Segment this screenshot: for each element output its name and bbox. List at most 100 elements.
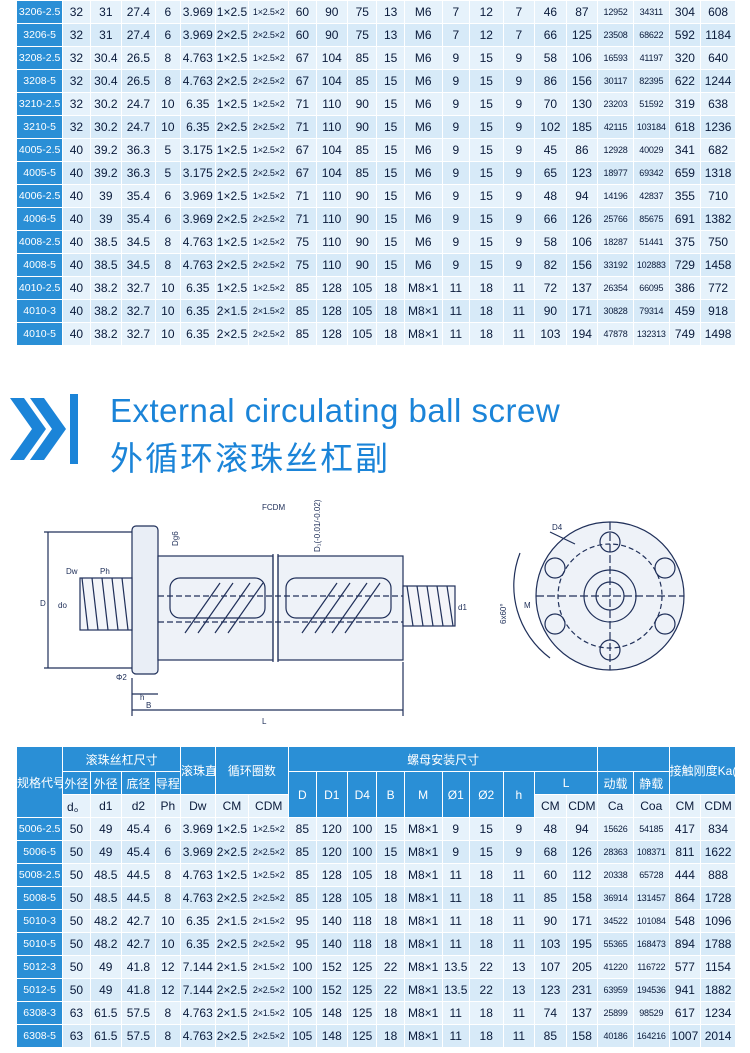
table-cell: 148 bbox=[315, 1024, 349, 1048]
table-cell: 12 bbox=[154, 955, 181, 979]
table-cell: 104 bbox=[315, 69, 349, 93]
table-cell: 39.2 bbox=[89, 161, 123, 185]
table-cell: 9 bbox=[502, 46, 536, 70]
table-cell: 34522 bbox=[597, 909, 634, 933]
table-cell: M6 bbox=[403, 0, 443, 24]
table-cell: 98529 bbox=[632, 1001, 670, 1025]
table-cell: 105 bbox=[288, 1024, 317, 1048]
table-cell: 67 bbox=[288, 69, 317, 93]
table-cell: 102883 bbox=[632, 253, 670, 277]
table-cell: 118 bbox=[347, 909, 378, 933]
hdr-D: D bbox=[288, 771, 317, 818]
table-cell: 577 bbox=[668, 955, 702, 979]
table-cell: 2×2.5 bbox=[214, 1024, 250, 1048]
table-cell: 140 bbox=[315, 932, 349, 956]
table-cell: 85 bbox=[347, 138, 378, 162]
table-cell: 108371 bbox=[632, 840, 670, 864]
table-cell: 171 bbox=[565, 909, 599, 933]
table-cell: 40 bbox=[62, 184, 91, 208]
table-cell: 38.2 bbox=[89, 276, 123, 300]
table-cell: 15626 bbox=[597, 817, 634, 841]
table-cell: 7 bbox=[502, 0, 536, 24]
hdr-circuits: 循环圈数 bbox=[214, 746, 290, 795]
label-dg6: Dg6 bbox=[171, 531, 180, 546]
table-cell: 11 bbox=[441, 322, 470, 346]
table-cell: 2×2.5×2 bbox=[248, 161, 290, 185]
table-cell: 15 bbox=[468, 69, 504, 93]
table-cell: 32 bbox=[62, 46, 91, 70]
spec-code-cell: 5010-3 bbox=[15, 909, 64, 933]
table-cell: 9 bbox=[441, 161, 470, 185]
table-cell: 55365 bbox=[597, 932, 634, 956]
table-cell: 18 bbox=[468, 863, 504, 887]
table-cell: 48.2 bbox=[89, 909, 123, 933]
table-cell: 40 bbox=[62, 207, 91, 231]
hdr-L: L bbox=[534, 771, 599, 795]
table-cell: 31 bbox=[89, 0, 123, 24]
table-cell: 1×2.5 bbox=[214, 138, 250, 162]
table-cell: 85 bbox=[288, 322, 317, 346]
table-cell: 1234 bbox=[700, 1001, 736, 1025]
table-cell: 100 bbox=[288, 978, 317, 1002]
spec-code-cell: 3210-5 bbox=[15, 115, 64, 139]
table-cell: 10 bbox=[154, 932, 181, 956]
table-cell: 194 bbox=[565, 322, 599, 346]
table-cell: 125 bbox=[347, 1001, 378, 1025]
table-cell: 1458 bbox=[700, 253, 736, 277]
table-cell: 41.8 bbox=[121, 978, 156, 1002]
table-cell: 68 bbox=[534, 840, 567, 864]
table-cell: 11 bbox=[502, 909, 536, 933]
table-cell: 50 bbox=[62, 886, 91, 910]
table-cell: 11 bbox=[502, 932, 536, 956]
table-cell: 75 bbox=[288, 253, 317, 277]
table-cell: 15 bbox=[468, 184, 504, 208]
table-cell: 10 bbox=[154, 92, 181, 116]
table-cell: 85 bbox=[534, 886, 567, 910]
table-cell: 1×2.5 bbox=[214, 817, 250, 841]
table-cell: 50 bbox=[62, 863, 91, 887]
table-cell: 85 bbox=[288, 886, 317, 910]
table-cell: 74 bbox=[534, 1001, 567, 1025]
table-cell: 63 bbox=[62, 1001, 91, 1025]
table-cell: 42.7 bbox=[121, 932, 156, 956]
table-cell: 11 bbox=[502, 299, 536, 323]
table-cell: 2×2.5×2 bbox=[248, 322, 290, 346]
table-cell: 38.2 bbox=[89, 299, 123, 323]
table-cell: 2×2.5 bbox=[214, 161, 250, 185]
table-cell: 32 bbox=[62, 92, 91, 116]
table-cell: 9 bbox=[502, 69, 536, 93]
technical-drawing: FCDM Dg6 D₁(-0.01/-0.02) Dw Ph D do d1 Φ… bbox=[40, 499, 685, 726]
table-cell: 85 bbox=[347, 69, 378, 93]
table-cell: 2×2.5 bbox=[214, 322, 250, 346]
table-cell: M8×1 bbox=[403, 817, 443, 841]
table-cell: 7.144 bbox=[179, 978, 216, 1002]
table-cell: 30.2 bbox=[89, 115, 123, 139]
table-cell: 15 bbox=[376, 230, 405, 254]
table-cell: 130 bbox=[565, 92, 599, 116]
table-cell: M8×1 bbox=[403, 1001, 443, 1025]
table-cell: 30.4 bbox=[89, 69, 123, 93]
table-cell: 15 bbox=[376, 161, 405, 185]
table-cell: 57.5 bbox=[121, 1024, 156, 1048]
table-cell: 85 bbox=[288, 840, 317, 864]
table-cell: 102 bbox=[534, 115, 567, 139]
table-cell: M6 bbox=[403, 23, 443, 47]
table-cell: 2×1.5×2 bbox=[248, 1001, 290, 1025]
table-cell: 2×2.5×2 bbox=[248, 115, 290, 139]
table-cell: M6 bbox=[403, 138, 443, 162]
table-cell: 66 bbox=[534, 207, 567, 231]
table-cell: 710 bbox=[700, 184, 736, 208]
table-cell: M8×1 bbox=[403, 276, 443, 300]
hdr-lead: 导程 bbox=[154, 771, 181, 795]
table-cell: 123 bbox=[565, 161, 599, 185]
table-cell: 9 bbox=[502, 840, 536, 864]
table-cell: 772 bbox=[700, 276, 736, 300]
hdr-B: B bbox=[376, 771, 405, 818]
table-cell: 1×2.5×2 bbox=[248, 230, 290, 254]
